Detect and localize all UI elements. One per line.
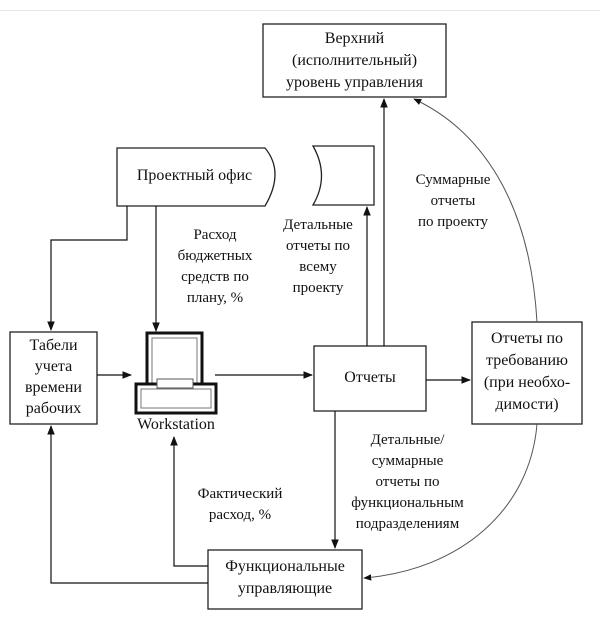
edge-label-line: функциональным: [351, 495, 464, 511]
timesheets-label: Табели учета времени рабочих: [10, 335, 97, 419]
edge-label-line: бюджетных: [177, 248, 253, 264]
office-to-timesheets-arrow: [47, 206, 128, 331]
functional-to-timesheets-arrow: [47, 425, 208, 584]
upper-management-line: Верхний: [324, 30, 385, 47]
on-demand-line: (при необхо-: [483, 374, 571, 391]
upper-management-label: Верхний (исполнительный) уровень управле…: [263, 28, 446, 94]
edge-label-line: плану, %: [186, 290, 244, 306]
edge-label-line: Суммарные: [415, 172, 491, 188]
functional-to-workstation-arrow: [170, 436, 208, 567]
on-demand-line: Отчеты по: [491, 330, 563, 347]
functional-reports-label: Детальные/ суммарные отчеты по функциона…: [340, 430, 475, 535]
project-office-shape: [116, 147, 276, 207]
detailed-project-reports-label: Детальные отчеты по всему проекту: [268, 215, 368, 299]
workstation-icon: [134, 331, 218, 415]
edge-label-line: отчеты: [430, 193, 476, 209]
project-office-label: Проектный офис: [136, 167, 253, 184]
edge-label-line: расход, %: [208, 507, 272, 523]
edge-label-line: Фактический: [197, 486, 283, 502]
edge-label-line: по проекту: [417, 214, 489, 230]
functional-managers-line: Функциональные: [225, 558, 345, 575]
edge-label-line: Расход: [193, 227, 237, 243]
workstation-label: Workstation: [137, 416, 215, 433]
summary-project-reports-label: Суммарные отчеты по проекту: [398, 170, 508, 233]
edge-label-line: всему: [299, 259, 337, 275]
timesheets-line: времени: [24, 379, 82, 396]
reports-label: Отчеты: [344, 369, 396, 386]
on-demand-line: требованию: [486, 352, 568, 369]
timesheets-line: рабочих: [25, 400, 82, 417]
on-demand-reports-box: [471, 321, 583, 425]
functional-managers-box: [207, 549, 363, 610]
planned-budget-label: Расход бюджетных средств по плану, %: [160, 225, 270, 309]
reports-box: [313, 345, 427, 412]
on-demand-reports-label: Отчеты по требованию (при необхо- димост…: [472, 328, 582, 416]
edge-label-line: Детальные: [283, 217, 353, 233]
edge-label-line: проекту: [292, 280, 344, 296]
on-demand-to-upper-curve-arrow: [413, 98, 538, 323]
edge-label-line: суммарные: [371, 453, 444, 469]
on-demand-line: димости): [495, 396, 559, 413]
display-shape: [311, 145, 375, 206]
functional-managers-label: Функциональные управляющие: [208, 556, 362, 600]
upper-management-line: (исполнительный): [291, 52, 418, 69]
timesheets-line: Табели: [29, 337, 78, 354]
on-demand-to-functional-curve-arrow: [363, 423, 538, 581]
edge-label-line: подразделениям: [355, 516, 460, 532]
upper-management-line: уровень управления: [286, 74, 423, 91]
timesheets-box: [9, 331, 98, 425]
timesheets-line: учета: [34, 358, 73, 375]
functional-managers-line: управляющие: [237, 580, 333, 597]
actual-expense-label: Фактический расход, %: [180, 484, 300, 526]
edge-label-line: отчеты по: [375, 474, 440, 490]
upper-management-box: [262, 23, 447, 98]
top-border: [0, 0, 600, 11]
edge-label-line: Детальные/: [370, 432, 445, 448]
edge-label-line: средств по: [181, 269, 249, 285]
edge-label-line: отчеты по: [286, 238, 350, 254]
